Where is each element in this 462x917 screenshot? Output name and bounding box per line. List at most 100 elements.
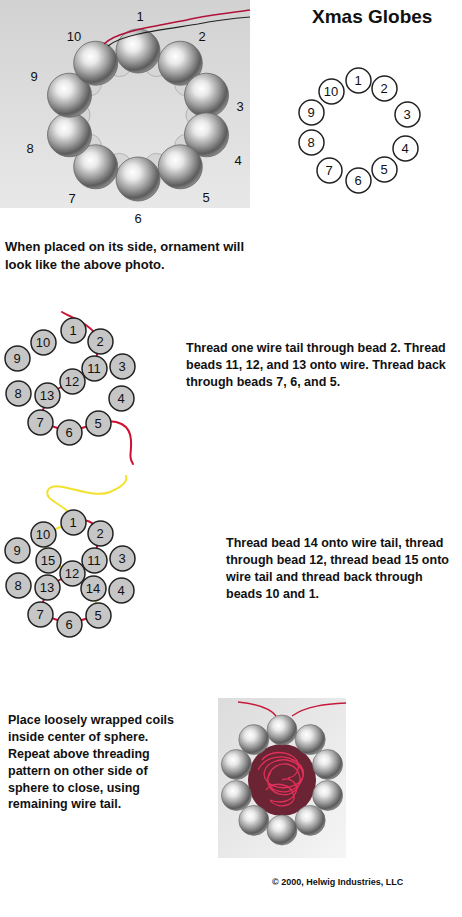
callout-number: 1 [136,9,143,24]
bead-number: 8 [14,386,21,401]
bead-circle: 8 [298,129,325,156]
bead-shape [299,100,324,125]
silver-bead [313,750,343,780]
bead-shape [346,68,371,93]
bead-number: 3 [118,551,125,566]
silver-bead [295,725,325,755]
bead-circle: 6 [56,611,83,638]
bead-circle: 2 [87,328,114,355]
bead-number: 10 [36,335,50,350]
bead-shape [60,561,85,586]
silver-bead [185,73,229,117]
bead-number: 7 [36,415,43,430]
bead-shape [299,130,324,155]
bead-circle: 10 [318,78,345,105]
bead-shape [61,510,86,535]
bead-circle: 3 [394,101,421,128]
bead-circle: 8 [5,380,32,407]
bead-number: 12 [65,374,79,389]
bead-circle: 5 [371,156,398,183]
callout-number: 8 [26,141,33,156]
title: Xmas Globes [312,6,432,28]
callout-number: 3 [236,99,243,114]
silver-bead [116,157,160,201]
bead-circle: 7 [27,409,54,436]
bead-number: 7 [36,607,43,622]
bead-number: 4 [117,391,124,406]
silver-bead [267,715,297,745]
bead-circle: 1 [345,67,372,94]
bead-circle: 3 [109,353,136,380]
bead-circle: 5 [85,410,112,437]
bead-number: 7 [325,163,332,178]
bead-circle: 1 [60,509,87,536]
bead-circle: 7 [316,157,343,184]
bead-circle: 9 [4,345,31,372]
bead-circle: 14 [80,575,107,602]
bead-shape [109,386,134,411]
bead-shape [372,157,397,182]
bead-shape [6,381,31,406]
bead-number: 6 [65,617,72,632]
bead-circle: 10 [30,329,57,356]
bead-shape [28,410,53,435]
photo-ground [0,0,250,208]
instruction-text: When placed on its side, ornament will l… [5,238,267,273]
bead-shape [395,102,420,127]
bead-circle: 10 [30,521,57,548]
bead-circle: 12 [59,368,86,395]
bead-number: 5 [94,416,101,431]
silver-bead [158,145,202,189]
bead-shape [110,546,135,571]
bead-number: 9 [307,105,314,120]
bead-circle: 13 [34,574,61,601]
bead-number: 1 [69,323,76,338]
bead-circle: 4 [392,135,419,162]
bead-circle: 4 [108,385,135,412]
bead-number: 14 [86,581,100,596]
callout-number: 4 [234,153,241,168]
callout-number: 2 [198,29,205,44]
wire [108,17,250,46]
bead-shape [35,383,60,408]
bead-circle: 9 [298,99,325,126]
bead-shape [393,136,418,161]
bead-number: 9 [13,351,20,366]
photo-ground [218,698,346,858]
wire-coils [258,753,303,806]
silver-bead [221,781,251,811]
bead-shape [5,346,30,371]
bead-number: 1 [354,73,361,88]
wire [238,702,276,716]
bead-shape [60,369,85,394]
bead-shape [57,612,82,637]
bead-shape [82,548,107,573]
silver-bead [239,725,269,755]
silver-bead [239,805,269,835]
callout-number: 7 [68,191,75,206]
bead-circle: 6 [345,167,372,194]
bead-shape [57,420,82,445]
bead-circle: 3 [109,545,136,572]
bead-shape [82,356,107,381]
bead-shape [109,578,134,603]
bead-shape [346,168,371,193]
silver-bead [267,815,297,845]
callout-number: 6 [134,211,141,226]
bead-number: 10 [324,84,338,99]
bead-number: 1 [69,515,76,530]
bead-number: 11 [87,361,101,376]
bead-number: 4 [401,141,408,156]
silver-beads [221,715,342,845]
bead-number: 10 [36,527,50,542]
bead-circle: 15 [35,547,62,574]
instruction-text: Place loosely wrapped coils inside cente… [8,712,180,813]
bead-shape [31,522,56,547]
bead-number: 15 [41,553,55,568]
bead-number: 11 [87,553,101,568]
bead-circle: 2 [87,520,114,547]
bead-shape [31,330,56,355]
bead-number: 12 [65,566,79,581]
bead-shape [61,318,86,343]
